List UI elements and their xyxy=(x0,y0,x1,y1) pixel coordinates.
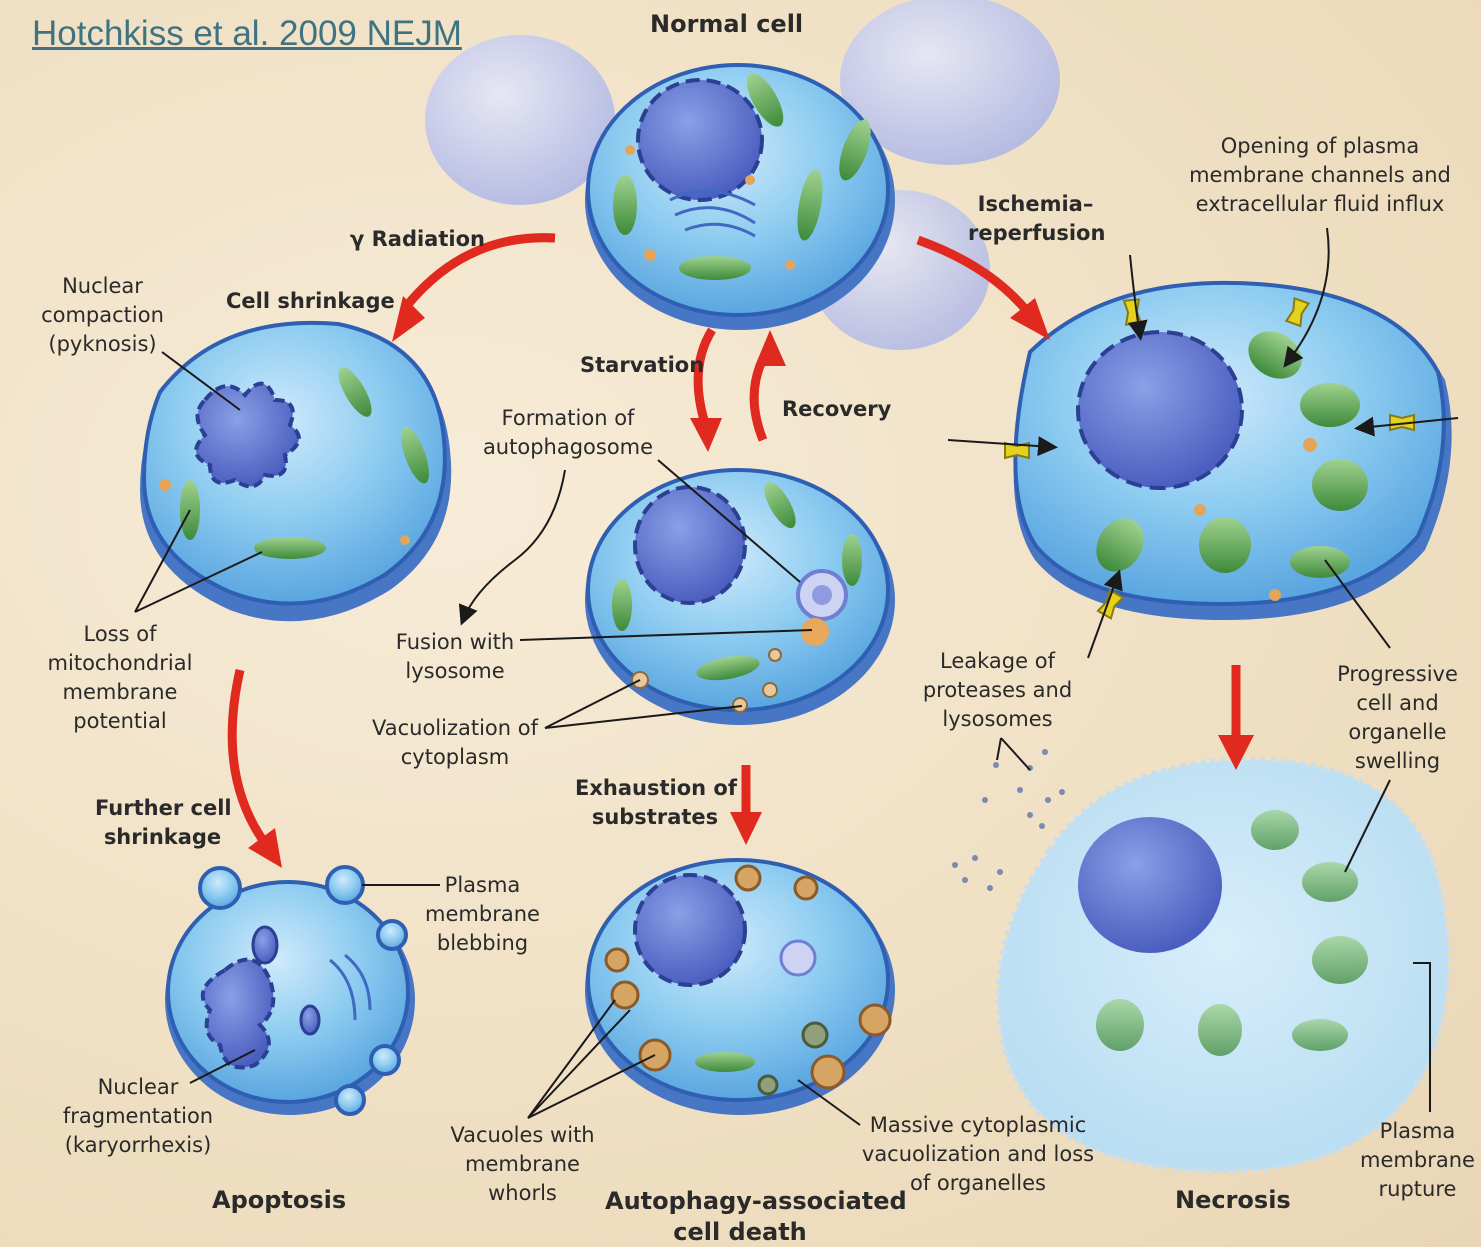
citation-link[interactable]: Hotchkiss et al. 2009 NEJM xyxy=(32,14,462,54)
cell-shrinkage-label: Cell shrinkage xyxy=(226,287,395,316)
normal-cell-label: Normal cell xyxy=(650,10,803,39)
necrotic-cell xyxy=(998,760,1447,1171)
normal-cell xyxy=(585,65,895,330)
autophagic-death-cell xyxy=(585,860,895,1115)
recovery-label: Recovery xyxy=(782,395,891,424)
swelling-cell xyxy=(1005,283,1452,620)
apoptosis-title: Apoptosis xyxy=(212,1186,346,1215)
starvation-label: Starvation xyxy=(580,351,704,380)
gamma-radiation-label: γ Radiation xyxy=(350,225,485,254)
autophagic-cell xyxy=(585,470,895,725)
shrinking-cell xyxy=(140,323,451,621)
necrosis-title: Necrosis xyxy=(1175,1186,1291,1215)
ischemia-reperfusion-label: Ischemia–reperfusion xyxy=(968,190,1103,248)
